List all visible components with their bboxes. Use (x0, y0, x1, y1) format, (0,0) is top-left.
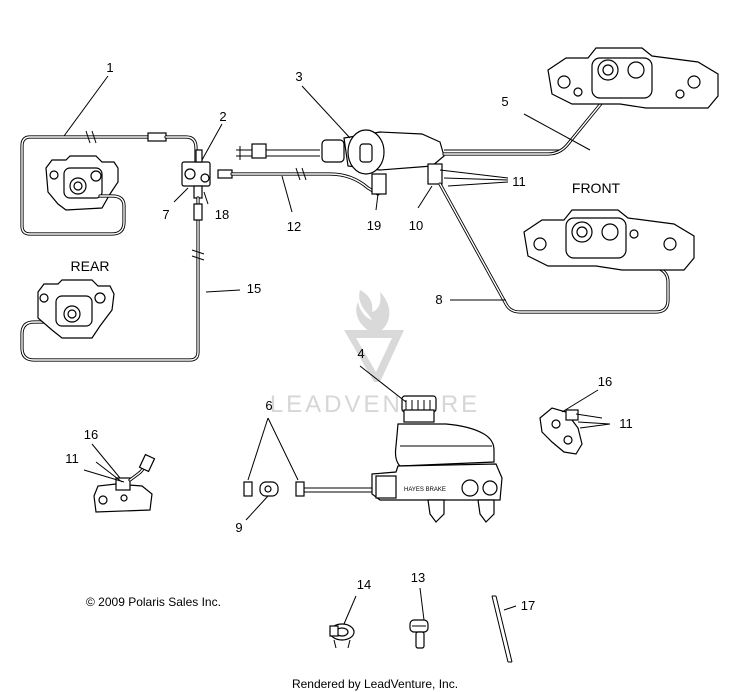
watermark-logo (344, 290, 404, 382)
part-14-clamp (329, 623, 355, 649)
brake-line-15 (20, 196, 205, 362)
callout-18: 18 (215, 207, 229, 222)
part-13-fitting (409, 619, 429, 649)
front-caliper-lower (523, 209, 695, 271)
part-17-rod (491, 595, 513, 663)
rear-caliper-upper (45, 155, 119, 211)
callout-11-left: 11 (65, 451, 79, 466)
callout-5: 5 (501, 94, 508, 109)
brake-splitter-block (181, 149, 211, 199)
leader-lines (63, 75, 611, 625)
svg-text:HAYES BRAKE: HAYES BRAKE (404, 487, 446, 493)
brake-line-12 (217, 167, 380, 196)
front-caliper-upper (547, 47, 719, 109)
callout-10: 10 (409, 218, 423, 233)
callout-numbers: 1 2 3 4 5 6 7 8 9 10 11 12 13 14 15 16 1… (65, 60, 633, 613)
rear-caliper-lower (37, 279, 115, 339)
front-label: FRONT (572, 180, 621, 196)
callout-3: 3 (295, 69, 302, 84)
callout-11-right: 11 (619, 416, 633, 431)
caliper-right (539, 407, 603, 455)
callout-17: 17 (521, 598, 535, 613)
brake-line-8 (438, 182, 670, 314)
callout-2: 2 (219, 109, 226, 124)
caliper-bottom-left (93, 453, 156, 513)
callout-16-left: 16 (84, 427, 98, 442)
brake-line-1 (20, 130, 198, 236)
callout-11-front: 11 (512, 174, 526, 189)
callout-9: 9 (235, 520, 242, 535)
callout-12: 12 (287, 219, 301, 234)
handlebar-master-cylinder (236, 129, 560, 195)
callout-6: 6 (265, 398, 272, 413)
callout-4: 4 (357, 346, 364, 361)
callout-7: 7 (162, 207, 169, 222)
callout-1: 1 (106, 60, 113, 75)
callout-15: 15 (247, 281, 261, 296)
footer-text: Rendered by LeadVenture, Inc. (292, 677, 458, 691)
callout-14: 14 (357, 577, 371, 592)
watermark-text: LEADVENTURE (270, 391, 480, 418)
rear-label: REAR (71, 258, 110, 274)
callout-8: 8 (435, 292, 442, 307)
callout-16-right: 16 (598, 374, 612, 389)
copyright-text: © 2009 Polaris Sales Inc. (86, 595, 221, 609)
foot-master-cylinder: HAYES BRAKE (243, 395, 503, 523)
callout-13: 13 (411, 570, 425, 585)
callout-19: 19 (367, 218, 381, 233)
